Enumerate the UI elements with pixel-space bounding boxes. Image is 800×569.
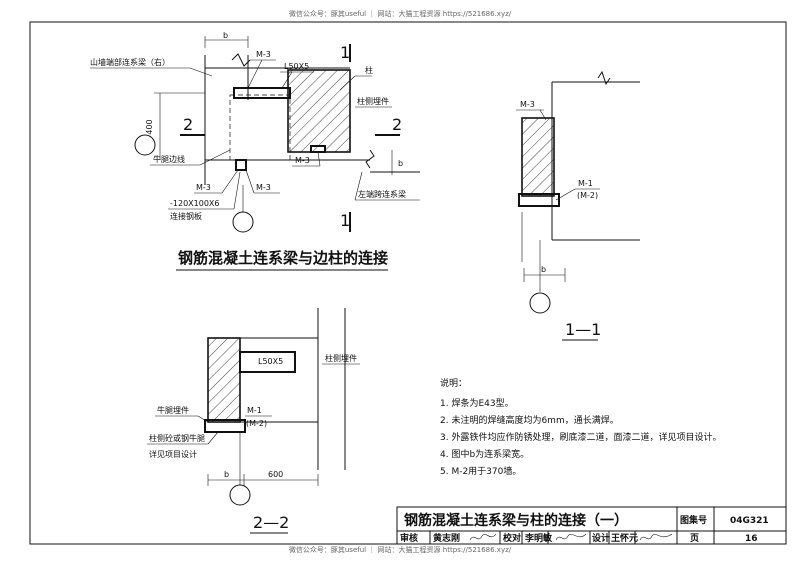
label-gable-beam: 山墙端部连系梁（右） (90, 57, 170, 67)
label-m3-bottom: M-3 (256, 183, 271, 192)
caption-detail-plan: 钢筋混凝土连系梁与边柱的连接 (178, 249, 388, 267)
section-1-1: M-3 M-1 (M-2) b 1—1 (516, 70, 640, 341)
review-label: 审核 (400, 532, 418, 544)
check-signature (555, 533, 587, 541)
watermark-top: 微信公众号：豚其useful ｜ 网站：大猫工程资源 https://52168… (289, 9, 512, 18)
dim-600: 600 (268, 470, 283, 479)
axis-circle-bottom (232, 211, 254, 233)
section-2-2: L50X5 柱侧埋件 牛腿埋件 M-1 (M-2) 柱侧砼或钢牛腿 详见项目设计… (147, 308, 360, 534)
dim-b-sec2: b (224, 470, 229, 479)
note-item-1: 1. 焊条为E43型。 (440, 397, 514, 409)
section-mark-1-top: 1 (340, 43, 350, 62)
section-mark-1-bottom: 1 (340, 211, 350, 230)
label-m3-sec1: M-3 (520, 100, 535, 109)
sheet-border (29, 21, 787, 545)
page-label: 页 (690, 533, 699, 544)
label-m1-sec2: M-1 (247, 406, 262, 415)
break-line-1 (597, 70, 611, 86)
column-section-2 (207, 337, 241, 423)
design-signature (639, 533, 673, 541)
angle-steel (233, 87, 291, 99)
page-number: 16 (745, 534, 758, 544)
note-item-4: 4. 图中b为连系梁宽。 (440, 448, 529, 460)
label-plate-size: -120X100X6 (170, 199, 219, 208)
atlas-label: 图集号 (680, 514, 707, 526)
label-embed: 柱侧埋件 (357, 96, 389, 106)
angle-steel-2 (239, 351, 296, 373)
note-item-5: 5. M-2用于370墙。 (440, 465, 521, 477)
label-m1-sec1: M-1 (578, 179, 593, 188)
notes: 说明： 1. 焊条为E43型。 2. 未注明的焊缝高度均为6mm，通长满焊。 3… (440, 377, 721, 477)
bracket-2 (204, 419, 246, 433)
dim-b-right: b (398, 159, 403, 168)
review-signature (469, 533, 497, 541)
design-label: 设计 (592, 532, 610, 544)
label-m3-top: M-3 (256, 50, 271, 59)
label-m2-sec1: (M-2) (577, 191, 598, 200)
detail-plan: b M-3 L50X5 山墙端部连系梁（右） 柱 柱侧埋件 400 2 2 1 … (90, 31, 420, 271)
label-m2-sec2: (M-2) (246, 419, 267, 428)
column-section-1 (521, 117, 555, 197)
axis-circle-left (134, 134, 156, 156)
label-note2-sec2: 详见项目设计 (149, 449, 197, 459)
section-mark-2-left: 2 (183, 115, 193, 134)
column-section (287, 69, 351, 153)
break-line-top (231, 53, 251, 67)
watermark-bottom: 微信公众号：豚其useful ｜ 网站：大猫工程资源 https://52168… (289, 545, 512, 554)
axis-circle-sec2 (229, 484, 251, 506)
caption-section-1: 1—1 (565, 320, 601, 339)
note-item-3: 3. 外露铁件均应作防锈处理，刷底漆二道，面漆二道，详见项目设计。 (440, 431, 721, 443)
note-item-2: 2. 未注明的焊缝高度均为6mm，通长满焊。 (440, 414, 619, 426)
label-m3-mid: M-3 (295, 156, 310, 165)
label-note1-sec2: 柱侧砼或钢牛腿 (149, 433, 205, 443)
atlas-number: 04G321 (730, 516, 769, 526)
title-block: 钢筋混凝土连系梁与柱的连接（一） 图集号 04G321 审核 黄志刚 校对 李明… (396, 506, 787, 545)
label-angle: L50X5 (284, 62, 309, 71)
label-bracket-line: 牛腿边线 (153, 154, 185, 164)
label-embed-sec2: 柱侧埋件 (325, 353, 357, 363)
label-m3-left: M-3 (196, 183, 211, 192)
label-plate-name: 连接钢板 (170, 211, 202, 221)
label-column: 柱 (365, 65, 373, 75)
check-name: 李明敏 (524, 532, 553, 544)
dim-b-top: b (223, 31, 228, 40)
bracket-1 (518, 193, 560, 207)
check-label: 校对 (503, 532, 521, 544)
design-name: 王怀元 (611, 532, 638, 544)
section-mark-2-right: 2 (392, 115, 402, 134)
connection-plate (235, 159, 247, 171)
dim-400: 400 (145, 119, 154, 134)
review-name: 黄志刚 (433, 532, 460, 544)
notes-heading: 说明： (440, 377, 467, 389)
axis-circle-sec1 (529, 292, 551, 314)
caption-section-2: 2—2 (253, 513, 289, 532)
label-angle-sec2: L50X5 (258, 357, 283, 366)
dim-b-sec1: b (541, 265, 546, 274)
label-end-beam: 左端跨连系梁 (358, 189, 406, 199)
break-line-right (365, 149, 375, 169)
label-bracket-embed: 牛腿埋件 (157, 405, 189, 415)
title-main: 钢筋混凝土连系梁与柱的连接（一） (404, 512, 628, 529)
bracket-outline (229, 94, 291, 161)
